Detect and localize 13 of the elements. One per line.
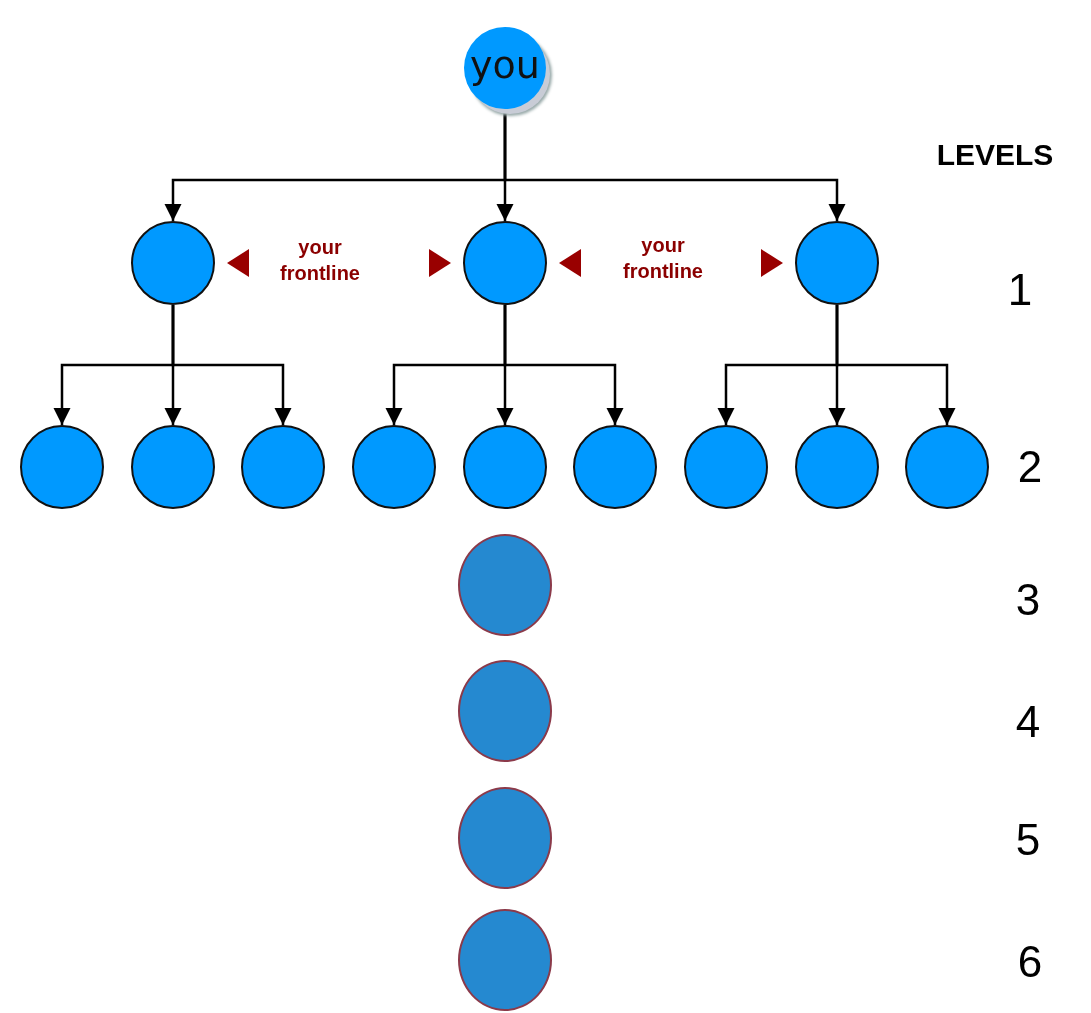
level-number: 3: [1015, 575, 1041, 625]
node-label: you: [470, 46, 540, 84]
arrow: [503, 305, 624, 425]
arrow: [835, 305, 956, 425]
arrow: [171, 305, 292, 425]
level-number: 4: [1015, 697, 1041, 747]
frontline-label: your frontline: [279, 235, 361, 286]
level-number: 2: [1017, 442, 1043, 492]
level-number: 6: [1017, 937, 1043, 987]
level-number: 1: [1007, 265, 1033, 315]
level-number: 5: [1015, 815, 1041, 865]
frontline-label: your frontline: [622, 233, 704, 284]
column-heading: LEVELS: [936, 138, 1054, 172]
